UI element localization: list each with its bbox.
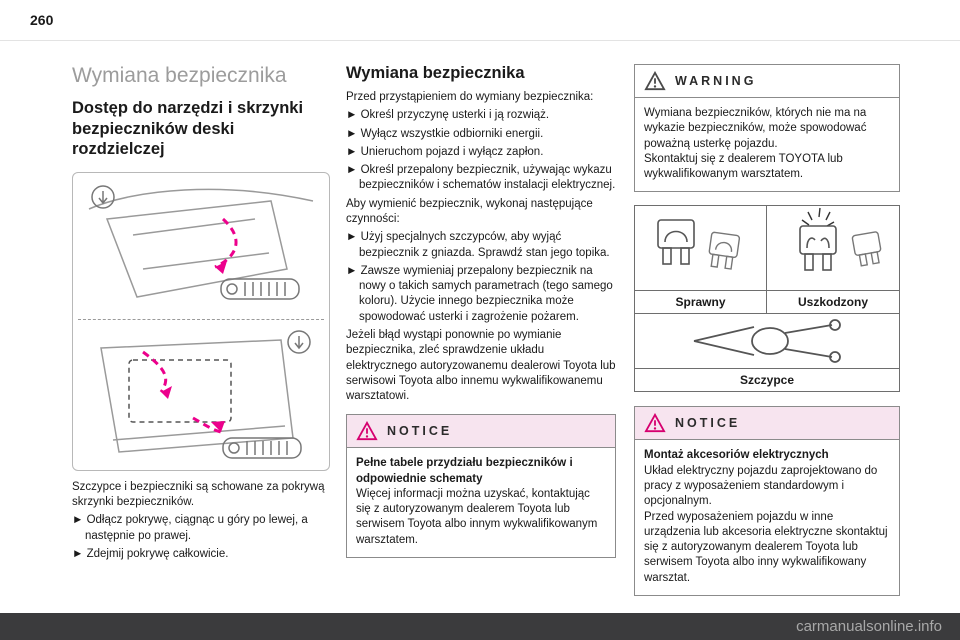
notice-text: Przed wyposażeniem pojazdu w inne urządz…	[644, 510, 888, 584]
fuse-condition-table: Sprawny Uszkodzony Szczypce	[634, 205, 900, 393]
notice-text: Więcej informacji można uzyskać, kontakt…	[356, 487, 598, 546]
middle-step: ► Wyłącz wszystkie odbiorniki energii.	[346, 127, 544, 140]
fuse-image-row	[635, 206, 899, 291]
middle-paragraph: Jeżeli błąd wystąpi ponownie po wymianie…	[346, 328, 616, 403]
page-number: 260	[30, 12, 54, 28]
warning-box: WARNING Wymiana bezpieczników, których n…	[634, 64, 900, 193]
notice-triangle-icon	[644, 413, 666, 433]
middle-heading: Wymiana bezpiecznika	[346, 64, 525, 82]
right-column: WARNING Wymiana bezpieczników, których n…	[634, 64, 900, 596]
middle-step: ► Określ przyczynę usterki i ją rozwiąż.	[346, 109, 550, 122]
pliers-illustration	[693, 319, 841, 364]
warning-triangle-icon	[644, 71, 666, 91]
notice-title: Pełne tabele przydziału bezpieczników i …	[356, 457, 573, 485]
damaged-fuse-label: Uszkodzony	[797, 295, 868, 310]
middle-step: ► Użyj specjalnych szczypców, aby wyjąć …	[346, 231, 610, 259]
damaged-fuse-cell	[767, 206, 899, 290]
notice-label: NOTICE	[387, 424, 453, 439]
good-fuse-cell	[635, 206, 767, 291]
watermark-text: carmanualsonline.info	[796, 618, 942, 635]
dashboard-illustrations	[72, 171, 330, 471]
notice-body: Pełne tabele przydziału bezpieczników i …	[347, 448, 615, 557]
notice-box-accessories: NOTICE Montaż akcesoriów elektrycznych U…	[634, 406, 900, 596]
pliers-label: Szczypce	[635, 368, 899, 391]
damaged-fuse-illustration	[799, 208, 882, 272]
middle-step: ► Unieruchom pojazd i wyłącz zapłon.	[346, 145, 544, 158]
warning-label: WARNING	[675, 74, 757, 88]
middle-step: ► Określ przepalony bezpiecznik, używają…	[346, 164, 616, 192]
notice-title: Montaż akcesoriów elektrycznych	[644, 449, 829, 462]
middle-column: Wymiana bezpiecznika Przed przystąpienie…	[346, 64, 616, 559]
middle-paragraph: Aby wymienić bezpiecznik, wykonaj następ…	[346, 197, 593, 225]
pliers-cell	[635, 313, 899, 368]
good-fuse-illustration	[656, 219, 740, 271]
left-caption: Szczypce i bezpieczniki są schowane za p…	[72, 480, 325, 509]
good-fuse-label: Sprawny	[635, 291, 767, 314]
dashboard-illustration-1	[88, 185, 314, 300]
notice-header: NOTICE	[635, 407, 899, 441]
middle-step: ► Zawsze wymieniaj przepalony bezpieczni…	[346, 264, 613, 323]
watermark-bar: carmanualsonline.info	[0, 613, 960, 640]
left-subheading: Dostęp do narzędzi i skrzynki bezpieczni…	[72, 99, 304, 159]
fuse-label-row: Sprawny Uszkodzony	[635, 290, 899, 314]
dashboard-illustration-2	[100, 330, 311, 459]
warning-text: Wymiana bezpieczników, których nie ma na…	[644, 107, 867, 150]
notice-box-fuse-tables: NOTICE Pełne tabele przydziału bezpieczn…	[346, 414, 616, 559]
left-column: Wymiana bezpiecznika Dostęp do narzędzi …	[72, 64, 330, 562]
section-title: Wymiana bezpiecznika	[72, 64, 287, 87]
middle-intro: Przed przystąpieniem do wymiany bezpiecz…	[346, 91, 594, 103]
left-step: ► Zdejmij pokrywę całkowicie.	[72, 548, 229, 560]
warning-text: Skontaktuj się z dealerem TOYOTA lub wyk…	[644, 152, 843, 181]
notice-label: NOTICE	[675, 416, 741, 431]
notice-header: NOTICE	[347, 415, 615, 449]
notice-triangle-icon	[356, 421, 378, 441]
warning-body: Wymiana bezpieczników, których nie ma na…	[635, 98, 899, 191]
notice-body: Montaż akcesoriów elektrycznych Układ el…	[635, 440, 899, 595]
left-step: ► Odłącz pokrywę, ciągnąc u góry po lewe…	[72, 514, 308, 542]
header-divider	[0, 40, 960, 41]
warning-header: WARNING	[635, 65, 899, 98]
illustration-divider	[78, 318, 324, 320]
notice-text: Układ elektryczny pojazdu zaprojektowano…	[644, 464, 878, 508]
